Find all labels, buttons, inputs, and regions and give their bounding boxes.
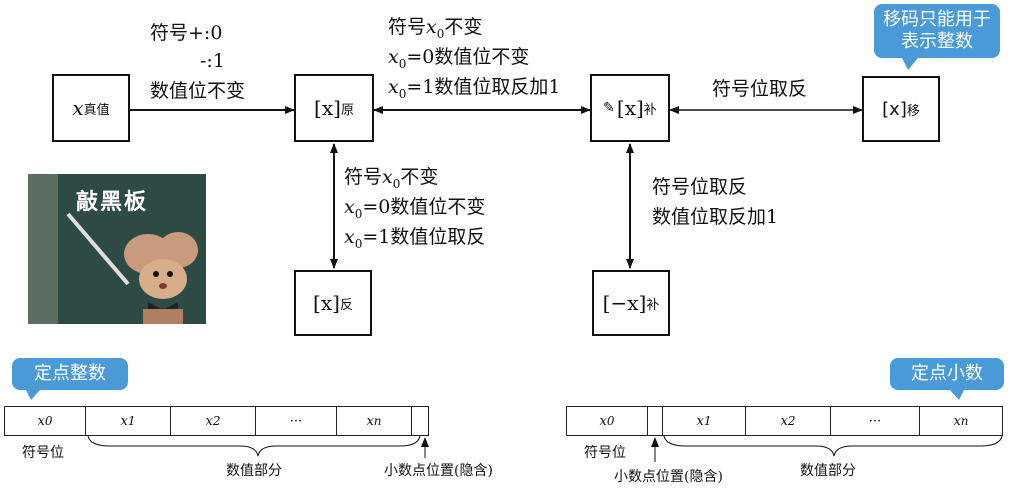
box-neg-complement: [−x]补 <box>592 270 670 336</box>
picture-caption: 敲黑板 <box>76 190 149 215</box>
label-value-unchanged: 数值位不变 <box>150 80 246 102</box>
box-original: [x]原 <box>294 74 374 142</box>
callout-fixed-int: 定点整数 <box>12 358 128 400</box>
label-mid-line1: 符号x0不变 <box>344 166 439 191</box>
frac-cell-point <box>647 406 663 436</box>
int-sign-bit-label: 符号位 <box>22 445 64 461</box>
label-mid-line2: x0=0数值位不变 <box>344 196 486 221</box>
box-complement: ✎[x]补 <box>590 74 670 142</box>
int-decimal-point-label: 小数点位置(隐含) <box>384 463 493 479</box>
label-sign-minus: -:1 <box>200 50 225 72</box>
callout-biased-only-int: 移码只能用于表示整数 <box>874 4 1000 70</box>
frac-sign-bit-label: 符号位 <box>584 445 626 461</box>
mouse-illustration <box>28 174 198 324</box>
label-top-line2: x0=0数值位不变 <box>388 46 530 71</box>
frac-value-part-label: 数值部分 <box>800 463 856 479</box>
label-right-mid-line1: 符号位取反 <box>652 176 748 198</box>
frac-cell-3: ··· <box>830 406 920 436</box>
label-right-mid-line2: 数值位取反加1 <box>652 206 779 228</box>
box-biased: [x]移 <box>862 76 940 142</box>
label-right-top: 符号位取反 <box>712 78 808 100</box>
int-cell-3: ··· <box>255 406 337 436</box>
brace-int-value <box>87 435 421 457</box>
pencil-icon: ✎ <box>603 100 615 116</box>
label-top-line1: 符号x0不变 <box>388 16 483 41</box>
brace-frac-value <box>663 435 1003 457</box>
label-top-line3: x0=1数值位取反加1 <box>388 76 561 101</box>
label-mid-line3: x0=1数值位取反 <box>344 226 486 251</box>
int-value-part-label: 数值部分 <box>226 463 282 479</box>
frac-decimal-point-label: 小数点位置(隐含) <box>614 469 723 485</box>
callout-fixed-frac: 定点小数 <box>890 358 1004 400</box>
blackboard-picture: 敲黑板 <box>28 174 206 324</box>
box-ones: [x]反 <box>294 270 372 336</box>
int-cell-point <box>411 406 429 436</box>
label-sign-plus: 符号+:0 <box>150 22 223 44</box>
